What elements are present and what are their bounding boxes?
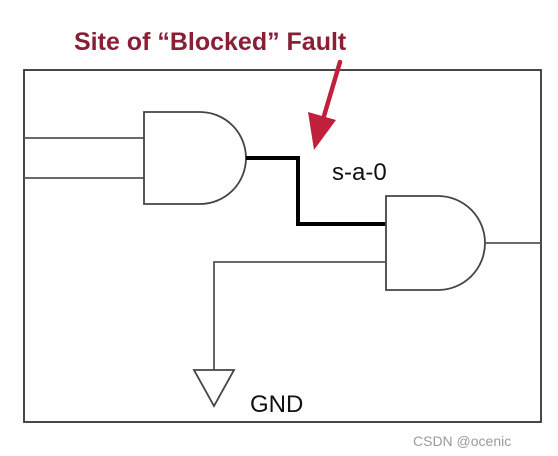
ground-label: GND bbox=[250, 391, 303, 418]
fault-site-title: Site of “Blocked” Fault bbox=[74, 28, 347, 56]
ground-wire bbox=[213, 261, 386, 370]
arrow-icon bbox=[308, 59, 343, 150]
and-gate-icon bbox=[385, 195, 486, 291]
and-gate-icon bbox=[143, 111, 247, 205]
ground-icon bbox=[192, 369, 236, 408]
fault-path-wire bbox=[246, 156, 386, 226]
watermark: CSDN @ocenic bbox=[413, 433, 511, 449]
circuit-boundary bbox=[23, 69, 542, 423]
fault-label: s-a-0 bbox=[332, 159, 387, 186]
